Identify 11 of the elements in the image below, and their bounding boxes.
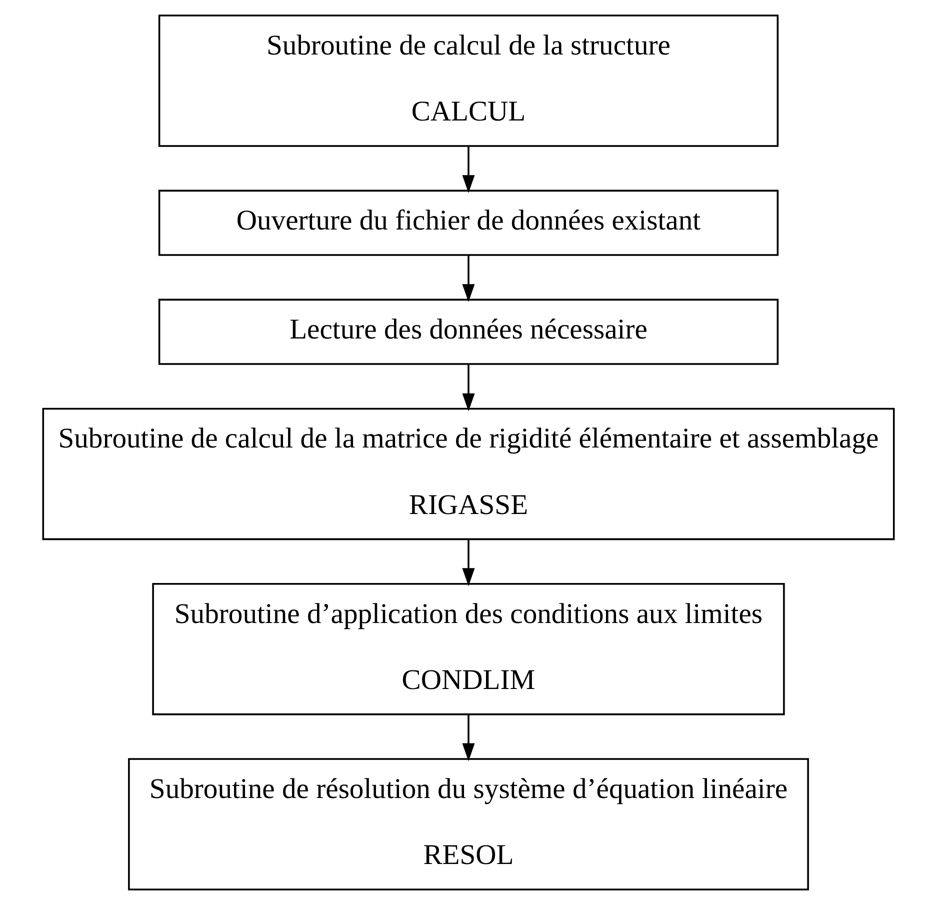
- node-box: Subroutine de calcul de la matrice de rigidité élémentaire et assemblage RIGASSE: [42, 408, 894, 540]
- node-box: Ouverture du fichier de données existant: [158, 190, 778, 256]
- arrow: [462, 255, 474, 302]
- node-box: Subroutine de résolution du système d’équation linéaire RESOL: [128, 758, 808, 890]
- arrow: [462, 714, 474, 762]
- arrow: [462, 540, 474, 586]
- node-box: Subroutine d’application des conditions aux limites CONDLIM: [152, 582, 784, 716]
- arrow: [462, 364, 474, 412]
- arrow: [462, 146, 474, 193]
- node-box: Lecture des données nécessaire: [158, 298, 778, 365]
- node-box: Subroutine de calcul de la structure CALCUL: [158, 14, 778, 147]
